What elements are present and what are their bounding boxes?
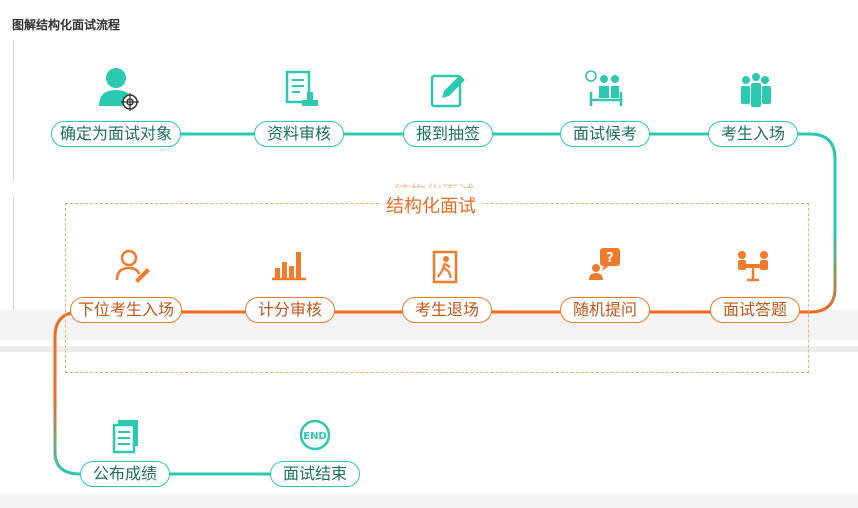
step-candidate-enter: 考生入场 bbox=[708, 121, 798, 147]
left-divider bbox=[13, 40, 14, 182]
step-waiting: 面试候考 bbox=[560, 121, 650, 147]
bar-chart-icon bbox=[271, 248, 307, 286]
interview-table-icon bbox=[735, 248, 771, 286]
person-sign-icon bbox=[115, 248, 151, 288]
step-answer: 面试答题 bbox=[710, 297, 800, 323]
section-title-ghost: 结构化面试 bbox=[394, 178, 474, 188]
step-publish-results: 公布成绩 bbox=[80, 461, 170, 487]
section-title: 结构化面试 bbox=[380, 192, 482, 218]
end-badge-icon: END bbox=[298, 418, 332, 456]
pen-edit-icon bbox=[430, 70, 468, 114]
connector-row2-to-row3 bbox=[53, 310, 810, 476]
waiting-seats-icon bbox=[585, 70, 625, 114]
step-document-review: 资料审核 bbox=[254, 121, 344, 147]
results-document-icon bbox=[112, 418, 140, 458]
step-next-candidate: 下位考生入场 bbox=[70, 297, 182, 323]
person-target-icon bbox=[96, 66, 142, 116]
step-random-question: 随机提问 bbox=[560, 297, 650, 323]
document-stamp-icon bbox=[285, 70, 321, 114]
group-people-icon bbox=[738, 72, 772, 114]
exit-door-icon bbox=[432, 250, 460, 288]
svg-text:END: END bbox=[303, 431, 327, 442]
svg-text:?: ? bbox=[606, 251, 614, 266]
section-frame bbox=[65, 203, 809, 373]
step-candidate-exit: 考生退场 bbox=[402, 297, 492, 323]
connector-row1-to-row2 bbox=[110, 132, 837, 314]
step-score-review: 计分审核 bbox=[245, 297, 335, 323]
step-interview-end: 面试结束 bbox=[270, 461, 360, 487]
left-divider-lower bbox=[13, 196, 14, 310]
step-confirm-candidate: 确定为面试对象 bbox=[51, 121, 181, 147]
step-checkin-draw: 报到抽签 bbox=[403, 121, 493, 147]
background-band bbox=[0, 346, 858, 352]
page-title: 图解结构化面试流程 bbox=[12, 18, 121, 32]
background-band bbox=[0, 494, 858, 508]
question-bubble-icon: ? bbox=[588, 246, 624, 286]
